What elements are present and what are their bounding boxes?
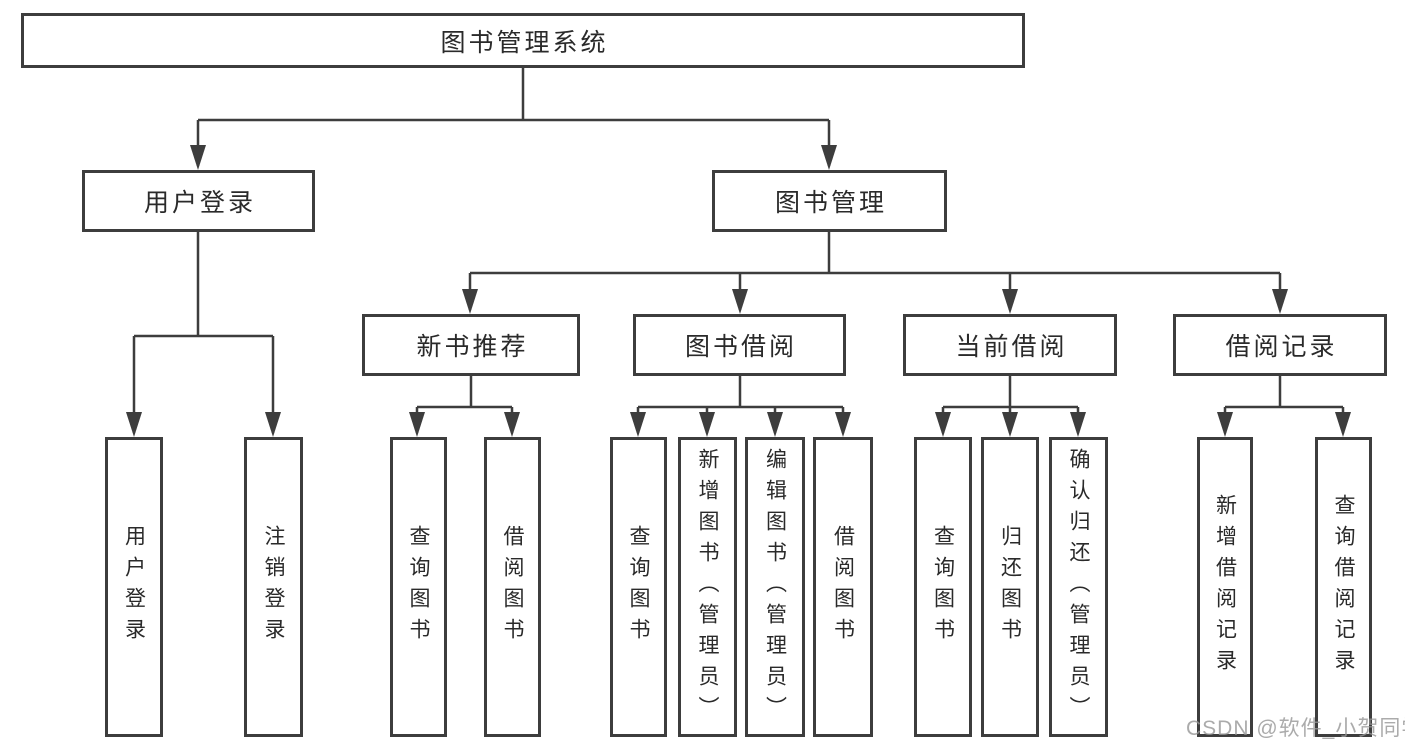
csdn-watermark: CSDN @软件_小贺同学 [1186, 717, 1405, 740]
node-label: 图书管理系统 [440, 28, 609, 57]
node-user-login: 用户登录 [82, 170, 315, 232]
leaf-label: 编辑图书（管理员） [763, 447, 787, 727]
node-borrow-records: 借阅记录 [1173, 314, 1387, 376]
node-label: 当前借阅 [955, 333, 1068, 361]
leaf-borrow-book-recommend: 借阅图书 [484, 437, 541, 737]
leaf-return-book: 归还图书 [981, 437, 1039, 737]
leaf-label: 用户登录 [122, 525, 146, 649]
node-book-borrow: 图书借阅 [633, 314, 846, 376]
leaf-query-book-recommend: 查询图书 [390, 437, 447, 737]
node-book-management: 图书管理 [712, 170, 947, 232]
leaf-label: 注销登录 [262, 525, 285, 649]
leaf-edit-book-admin: 编辑图书（管理员） [745, 437, 805, 737]
leaf-user-login: 用户登录 [105, 437, 163, 737]
leaf-confirm-return-admin: 确认归还（管理员） [1049, 437, 1108, 737]
leaf-query-borrow-record: 查询借阅记录 [1315, 437, 1372, 737]
leaf-label: 查询图书 [407, 525, 430, 649]
leaf-label: 查询图书 [931, 525, 955, 649]
leaf-label: 查询借阅记录 [1332, 494, 1355, 680]
leaf-add-borrow-record: 新增借阅记录 [1197, 437, 1253, 737]
leaf-label: 新增借阅记录 [1213, 494, 1237, 680]
leaf-label: 新增图书（管理员） [696, 447, 719, 727]
node-library-system: 图书管理系统 [21, 13, 1025, 68]
node-current-borrow: 当前借阅 [903, 314, 1117, 376]
leaf-query-book-current: 查询图书 [914, 437, 972, 737]
node-label: 图书管理 [774, 189, 887, 217]
node-label: 用户登录 [143, 189, 256, 217]
leaf-borrow-book: 借阅图书 [813, 437, 873, 737]
leaf-add-book-admin: 新增图书（管理员） [678, 437, 737, 737]
leaf-query-book-borrow: 查询图书 [610, 437, 667, 737]
leaf-label: 借阅图书 [501, 525, 524, 649]
leaf-label: 查询图书 [627, 525, 650, 649]
node-new-book-recommend: 新书推荐 [362, 314, 580, 376]
node-label: 图书借阅 [684, 333, 797, 361]
node-label: 借阅记录 [1225, 333, 1338, 361]
leaf-label: 确认归还（管理员） [1067, 447, 1090, 727]
node-label: 新书推荐 [416, 333, 529, 361]
leaf-label: 借阅图书 [831, 525, 855, 649]
leaf-label: 归还图书 [998, 525, 1022, 649]
leaf-logout-login: 注销登录 [244, 437, 303, 737]
